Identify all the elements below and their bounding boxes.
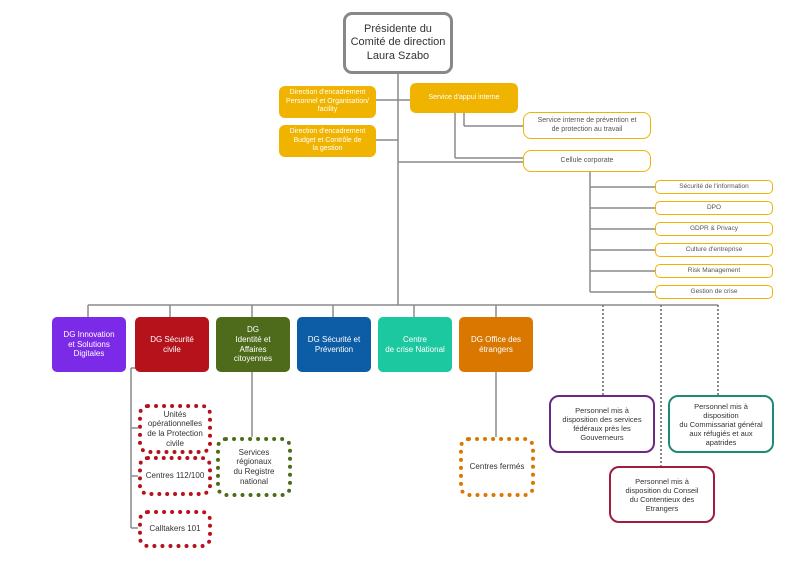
calltakers-box[interactable]: Calltakers 101	[138, 510, 212, 548]
direction-personnel-box[interactable]: Direction d'encadrement Personnel et Org…	[279, 86, 376, 118]
dg-innovation-box[interactable]: DG Innovation et Solutions Digitales	[52, 317, 126, 372]
centre-crise-box[interactable]: Centre de crise National	[378, 317, 452, 372]
dg-identite-box[interactable]: DG Identité et Affaires citoyennes	[216, 317, 290, 372]
dg-securite-civile-box[interactable]: DG Sécurité civile	[135, 317, 209, 372]
cellule-item[interactable]: Gestion de crise	[655, 285, 773, 299]
cellule-item[interactable]: Risk Management	[655, 264, 773, 278]
personnel-gouverneurs-box[interactable]: Personnel mis à disposition des services…	[549, 395, 655, 453]
direction-budget-box[interactable]: Direction d'encadrement Budget et Contrô…	[279, 125, 376, 157]
personnel-commissariat-box[interactable]: Personnel mis à disposition du Commissar…	[668, 395, 774, 453]
cellule-item[interactable]: GDPR & Privacy	[655, 222, 773, 236]
cellule-item[interactable]: DPO	[655, 201, 773, 215]
service-appui-box[interactable]: Service d'appui interne	[410, 83, 518, 113]
dg-securite-prevention-box[interactable]: DG Sécurité et Prévention	[297, 317, 371, 372]
president-box[interactable]: Présidente du Comité de direction Laura …	[343, 12, 453, 74]
cellule-item[interactable]: Sécurité de l'information	[655, 180, 773, 194]
centres-fermes-box[interactable]: Centres fermés	[459, 437, 535, 497]
unites-operationnelles-box[interactable]: Unités opérationnelles de la Protection …	[138, 404, 212, 454]
sipp-box[interactable]: Service interne de prévention et de prot…	[523, 112, 651, 139]
centres-112-box[interactable]: Centres 112/100	[138, 456, 212, 496]
cellule-corporate-box[interactable]: Cellule corporate	[523, 150, 651, 172]
registre-national-box[interactable]: Services régionaux du Registre national	[216, 437, 292, 497]
personnel-conseil-contentieux-box[interactable]: Personnel mis à disposition du Conseil d…	[609, 466, 715, 523]
cellule-item[interactable]: Culture d'entreprise	[655, 243, 773, 257]
dg-office-etrangers-box[interactable]: DG Office des étrangers	[459, 317, 533, 372]
